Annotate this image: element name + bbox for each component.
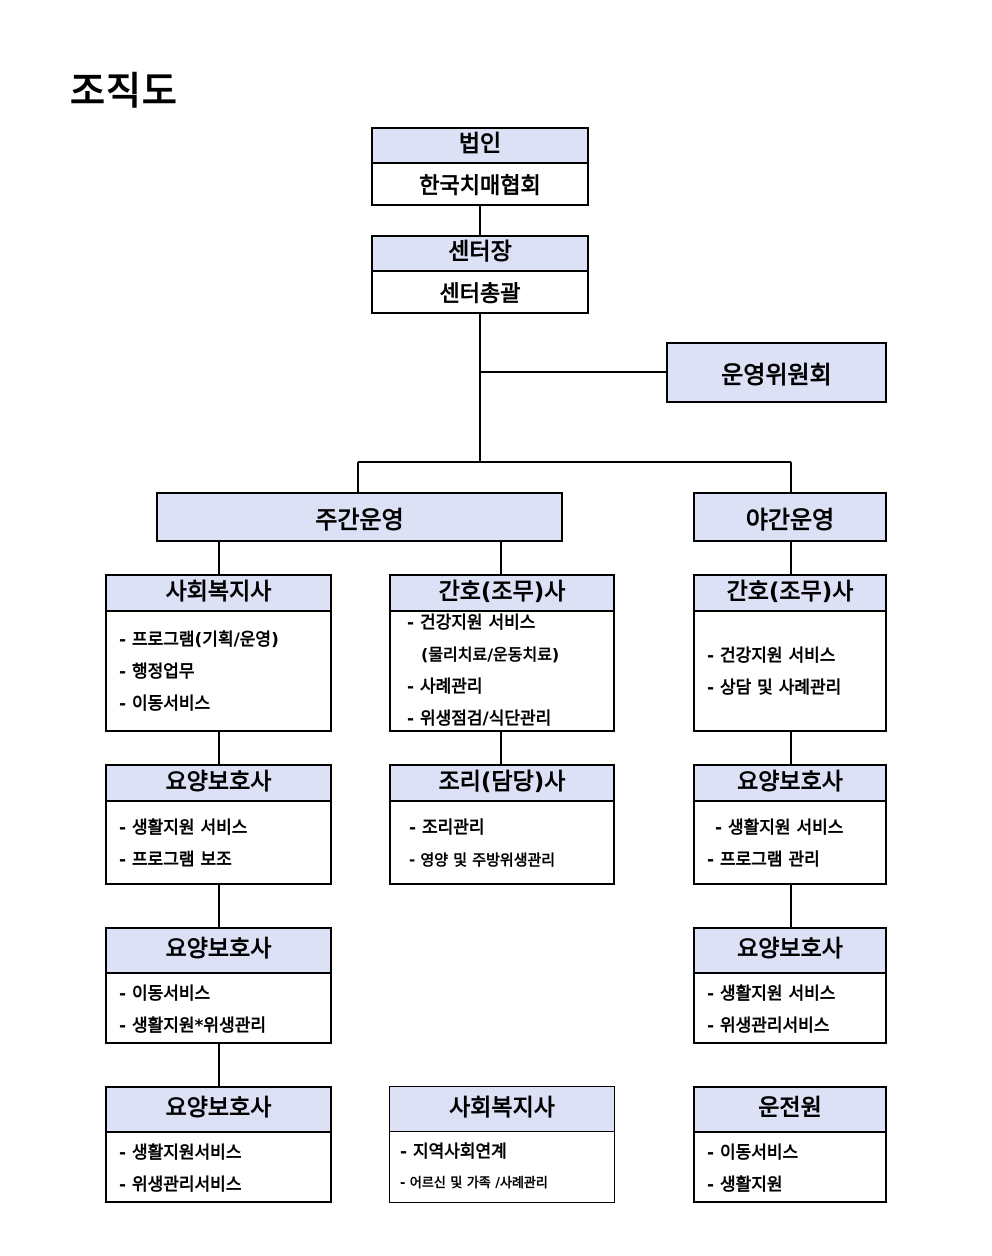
duty-item: - 프로그램(기획/운영) <box>119 630 279 650</box>
day-nurse-title: 간호(조무)사 <box>391 576 613 612</box>
duty-item: - 프로그램 보조 <box>119 850 232 870</box>
duty-item: - 조리관리 <box>409 818 485 838</box>
duty-item: - 프로그램 관리 <box>707 850 820 870</box>
duty-item: (물리치료/운동치료) <box>421 645 560 664</box>
driver-duties: - 이동서비스 - 생활지원 <box>695 1133 885 1201</box>
duty-item: - 지역사회연계 <box>400 1142 507 1162</box>
driver-box: 운전원 - 이동서비스 - 생활지원 <box>693 1086 887 1203</box>
day-social-worker-duties: - 프로그램(기획/운영) - 행정업무 - 이동서비스 <box>107 612 330 720</box>
duty-item: - 생활지원 서비스 <box>707 984 836 1004</box>
night-nurse-title: 간호(조무)사 <box>695 576 885 612</box>
day-caregiver-3-box: 요양보호사 - 생활지원서비스 - 위생관리서비스 <box>105 1086 332 1203</box>
duty-item: - 생활지원 서비스 <box>715 818 844 838</box>
duty-item: - 어르신 및 가족 /사례관리 <box>400 1176 548 1191</box>
duty-item: - 영양 및 주방위생관리 <box>409 851 556 869</box>
duty-item: - 생활지원 서비스 <box>119 818 248 838</box>
social-worker-2-box: 사회복지사 - 지역사회연계 - 어르신 및 가족 /사례관리 <box>389 1086 615 1203</box>
duty-item: - 생활지원*위생관리 <box>119 1016 266 1036</box>
committee-box: 운영위원회 <box>666 342 887 403</box>
night-caregiver-1-box: 요양보호사 - 생활지원 서비스 - 프로그램 관리 <box>693 764 887 885</box>
day-nurse-duties: - 건강지원 서비스 (물리치료/운동치료) - 사례관리 - 위생점검/식단관… <box>391 607 613 735</box>
day-nurse-box: 간호(조무)사 - 건강지원 서비스 (물리치료/운동치료) - 사례관리 - … <box>389 574 615 732</box>
duty-item: - 사례관리 <box>407 677 483 697</box>
day-caregiver-1-title: 요양보호사 <box>107 766 330 802</box>
corporation-title: 법인 <box>373 129 587 164</box>
day-operations-box: 주간운영 <box>156 492 563 542</box>
cook-title: 조리(담당)사 <box>391 766 613 802</box>
director-box: 센터장 센터총괄 <box>371 235 589 314</box>
day-caregiver-2-duties: - 이동서비스 - 생활지원*위생관리 <box>107 974 330 1042</box>
duty-item: - 건강지원 서비스 <box>407 613 536 633</box>
duty-item: - 상담 및 사례관리 <box>707 678 842 698</box>
night-caregiver-2-box: 요양보호사 - 생활지원 서비스 - 위생관리서비스 <box>693 927 887 1044</box>
duty-item: - 이동서비스 <box>119 984 211 1004</box>
day-social-worker-box: 사회복지사 - 프로그램(기획/운영) - 행정업무 - 이동서비스 <box>105 574 332 732</box>
night-caregiver-2-duties: - 생활지원 서비스 - 위생관리서비스 <box>695 974 885 1042</box>
cook-box: 조리(담당)사 - 조리관리 - 영양 및 주방위생관리 <box>389 764 615 885</box>
day-caregiver-2-title: 요양보호사 <box>107 929 330 974</box>
page-title: 조직도 <box>70 69 178 113</box>
duty-item: - 건강지원 서비스 <box>707 646 836 666</box>
duty-item: - 위생점검/식단관리 <box>407 709 552 729</box>
day-caregiver-1-duties: - 생활지원 서비스 - 프로그램 보조 <box>107 802 330 876</box>
social-worker-2-title: 사회복지사 <box>390 1087 614 1132</box>
night-nurse-duties: - 건강지원 서비스 - 상담 및 사례관리 <box>695 612 885 704</box>
duty-item: - 생활지원 <box>707 1175 783 1195</box>
duty-item: - 이동서비스 <box>119 694 211 714</box>
corporation-box: 법인 한국치매협회 <box>371 127 589 206</box>
day-caregiver-3-duties: - 생활지원서비스 - 위생관리서비스 <box>107 1133 330 1201</box>
director-role: 센터총괄 <box>439 282 521 307</box>
day-caregiver-3-title: 요양보호사 <box>107 1088 330 1133</box>
night-nurse-box: 간호(조무)사 - 건강지원 서비스 - 상담 및 사례관리 <box>693 574 887 732</box>
day-caregiver-1-box: 요양보호사 - 생활지원 서비스 - 프로그램 보조 <box>105 764 332 885</box>
cook-duties: - 조리관리 - 영양 및 주방위생관리 <box>391 802 613 876</box>
corporation-name: 한국치매협회 <box>419 174 541 199</box>
duty-item: - 위생관리서비스 <box>119 1175 242 1195</box>
day-caregiver-2-box: 요양보호사 - 이동서비스 - 생활지원*위생관리 <box>105 927 332 1044</box>
night-caregiver-1-title: 요양보호사 <box>695 766 885 802</box>
night-caregiver-1-duties: - 생활지원 서비스 - 프로그램 관리 <box>695 802 885 876</box>
driver-title: 운전원 <box>695 1088 885 1133</box>
day-social-worker-title: 사회복지사 <box>107 576 330 612</box>
duty-item: - 위생관리서비스 <box>707 1016 830 1036</box>
duty-item: - 이동서비스 <box>707 1143 799 1163</box>
night-operations-box: 야간운영 <box>693 492 887 542</box>
duty-item: - 생활지원서비스 <box>119 1143 242 1163</box>
duty-item: - 행정업무 <box>119 662 195 682</box>
director-title: 센터장 <box>373 237 587 272</box>
social-worker-2-duties: - 지역사회연계 - 어르신 및 가족 /사례관리 <box>390 1132 614 1200</box>
night-caregiver-2-title: 요양보호사 <box>695 929 885 974</box>
